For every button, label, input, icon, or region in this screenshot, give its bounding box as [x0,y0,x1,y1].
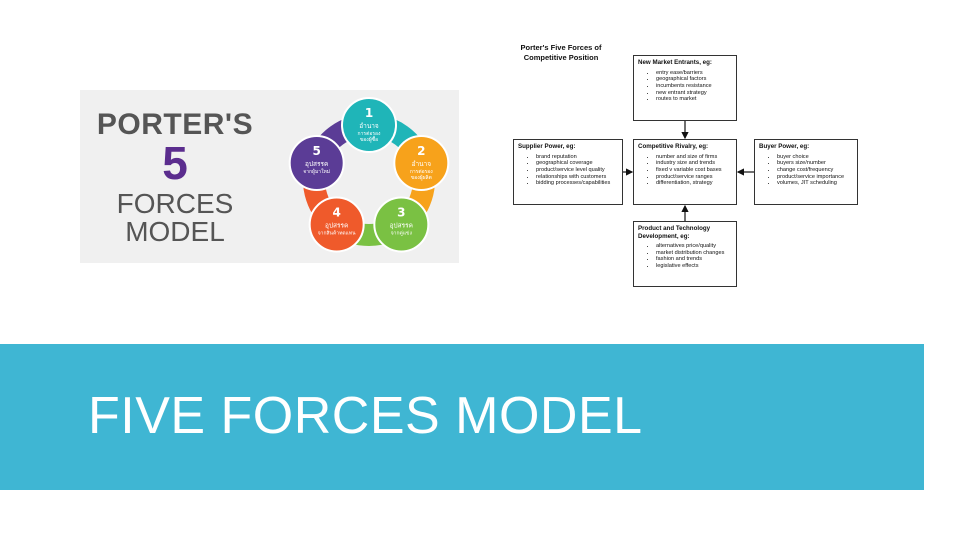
five-forces-diagram: Porter's Five Forces of Competitive Posi… [505,35,865,295]
list-item: geographical coverage [536,160,618,167]
list-item: industry size and trends [656,160,732,167]
list-item: product/service importance [777,174,853,181]
wheel-circle [288,135,345,192]
list-item: change cost/frequency [777,167,853,174]
list-item: legislative effects [656,263,732,270]
wheel-label: 5 [313,144,321,158]
wheel-circle [373,196,430,253]
wheel-label: อุปสรรค [325,221,348,229]
wheel-label: ของผู้ซื้อ [360,134,378,143]
competitive-rivalry-title: Competitive Rivalry, eg: [638,143,709,150]
porter-title-number: 5 [162,137,188,189]
list-item: brand reputation [536,154,618,161]
porter-title-line1: PORTER'S [96,108,254,141]
supplier-power-list: brand reputationgeographical coveragepro… [518,154,618,188]
supplier-power-box: Supplier Power, eg: brand reputationgeog… [513,139,623,205]
porter-wordmark: PORTER'S 5 FORCES MODEL [80,90,270,263]
wheel-label: 1 [365,106,373,120]
wheel-label: อำนาจ [359,122,379,130]
wheel-circle [308,196,365,253]
title-band: FIVE FORCES MODEL [0,344,924,490]
wheel-label: ของผู้ผลิต [411,174,432,181]
list-item: fashion and trends [656,256,732,263]
new-entrants-box: New Market Entrants, eg: entry ease/barr… [633,55,737,121]
five-forces-wheel: 1อำนาจการต่อรองของผู้ซื้อ2อำนาจการต่อรอง… [288,97,450,253]
list-item: alternatives price/quality [656,243,732,250]
wheel-label: 3 [397,205,405,219]
list-item: routes to market [656,96,732,103]
porter-title-line3: FORCES [116,188,234,219]
product-technology-list: alternatives price/qualitymarket distrib… [638,243,732,270]
list-item: bidding processes/capabilities [536,180,618,187]
wheel-label: จากสินค้าทดแทน [318,229,356,236]
diagram-title-line1: Porter's Five Forces of [520,43,602,52]
wheel-circle [393,135,450,192]
list-item: product/service ranges [656,174,732,181]
wheel-label: อุปสรรค [305,160,328,168]
list-item: incumbents resistance [656,83,732,90]
list-item: product/service level quality [536,167,618,174]
product-technology-title-line2: Development, eg: [638,232,690,240]
wheel-label: จากผู้มาใหม่ [303,168,330,175]
list-item: geographical factors [656,76,732,83]
wheel-label: 2 [417,144,425,158]
wheel-label: การต่อรอง [410,169,433,175]
list-item: market distribution changes [656,250,732,257]
diagram-arrows [623,121,754,221]
product-technology-box: Product and Technology Development, eg: … [633,221,737,287]
competitive-rivalry-list: number and size of firmsindustry size an… [638,154,732,188]
list-item: volumes, JIT scheduling [777,180,853,187]
buyer-power-box: Buyer Power, eg: buyer choicebuyers size… [754,139,858,205]
wheel-label: จากคู่แข่ง [391,230,413,236]
slide-title: FIVE FORCES MODEL [88,387,643,445]
new-entrants-title: New Market Entrants, eg: [638,59,712,66]
wheel-label: อุปสรรค [390,221,413,229]
porter-title-line4: MODEL [125,216,225,247]
list-item: relationships with customers [536,174,618,181]
list-item: buyer choice [777,154,853,161]
wheel-label: อำนาจ [412,160,432,168]
new-entrants-list: entry ease/barriersgeographical factorsi… [638,70,732,104]
supplier-power-title: Supplier Power, eg: [518,143,576,150]
product-technology-title-line1: Product and Technology [638,225,711,232]
competitive-rivalry-box: Competitive Rivalry, eg: number and size… [633,139,737,205]
list-item: differentiation, strategy [656,180,732,187]
list-item: buyers size/number [777,160,853,167]
list-item: number and size of firms [656,154,732,161]
buyer-power-title: Buyer Power, eg: [759,143,810,150]
product-technology-title: Product and Technology Development, eg: [638,225,732,240]
diagram-title-line2: Competitive Position [523,53,599,62]
list-item: new entrant strategy [656,90,732,97]
wheel-circle [341,97,397,153]
list-item: entry ease/barriers [656,70,732,77]
buyer-power-list: buyer choicebuyers size/numberchange cos… [759,154,853,188]
wheel-label: การต่อรอง [358,131,381,137]
wheel-label: 4 [332,205,340,219]
list-item: fixed v variable cost bases [656,167,732,174]
diagram-title: Porter's Five Forces of Competitive Posi… [505,43,617,63]
